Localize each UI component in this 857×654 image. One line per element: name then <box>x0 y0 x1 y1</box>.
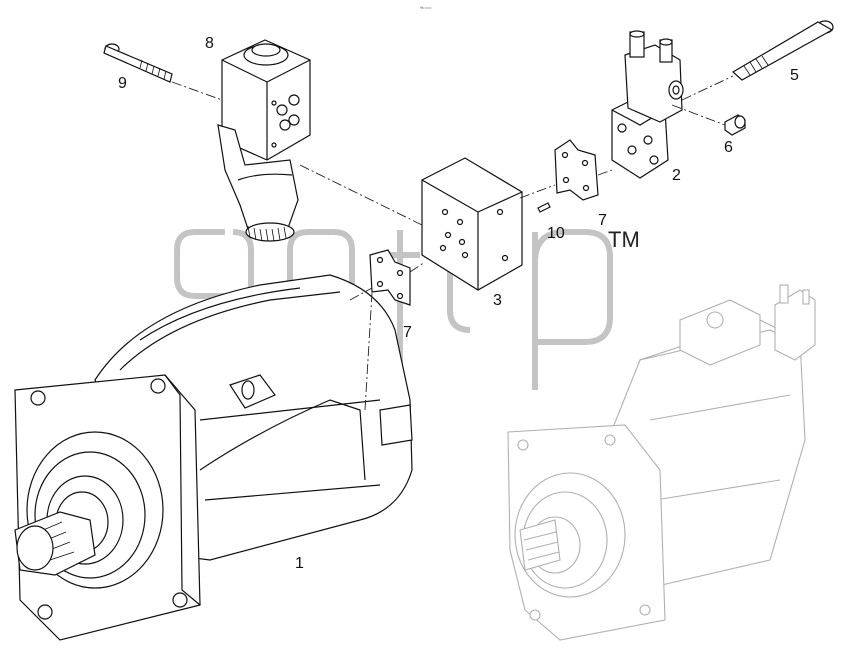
callout-9[interactable]: 9 <box>118 75 127 92</box>
callout-labels: 1 2 3 5 6 7 7 8 9 10 <box>118 35 799 572</box>
callout-5[interactable]: 5 <box>790 67 799 84</box>
part-9-bolt[interactable] <box>103 43 173 83</box>
callout-2[interactable]: 2 <box>672 167 681 184</box>
callout-7-left[interactable]: 7 <box>403 324 412 341</box>
part-7-gasket-right[interactable] <box>554 139 599 201</box>
callout-10[interactable]: 10 <box>547 225 565 242</box>
part-1-hydraulic-motor[interactable] <box>14 274 413 641</box>
callout-8[interactable]: 8 <box>205 35 214 52</box>
part-10-pin[interactable] <box>537 202 551 213</box>
callout-7-right[interactable]: 7 <box>598 212 607 229</box>
part-2-pressure-valve[interactable] <box>611 30 684 179</box>
part-7-gasket-left[interactable] <box>369 249 411 306</box>
part-6-plug[interactable] <box>724 114 746 136</box>
callout-1[interactable]: 1 <box>295 555 304 572</box>
callout-3[interactable]: 3 <box>493 292 502 309</box>
assembly-center-lines <box>171 75 734 411</box>
callout-6[interactable]: 6 <box>724 139 733 156</box>
part-5-bolt[interactable] <box>731 20 834 81</box>
watermark-trademark: TM <box>608 227 640 252</box>
assembly-preview-image <box>507 284 816 641</box>
part-3-adaptor-block[interactable] <box>421 157 523 291</box>
part-8-solenoid-valve[interactable] <box>217 39 311 242</box>
header-note: % === <box>420 5 432 10</box>
